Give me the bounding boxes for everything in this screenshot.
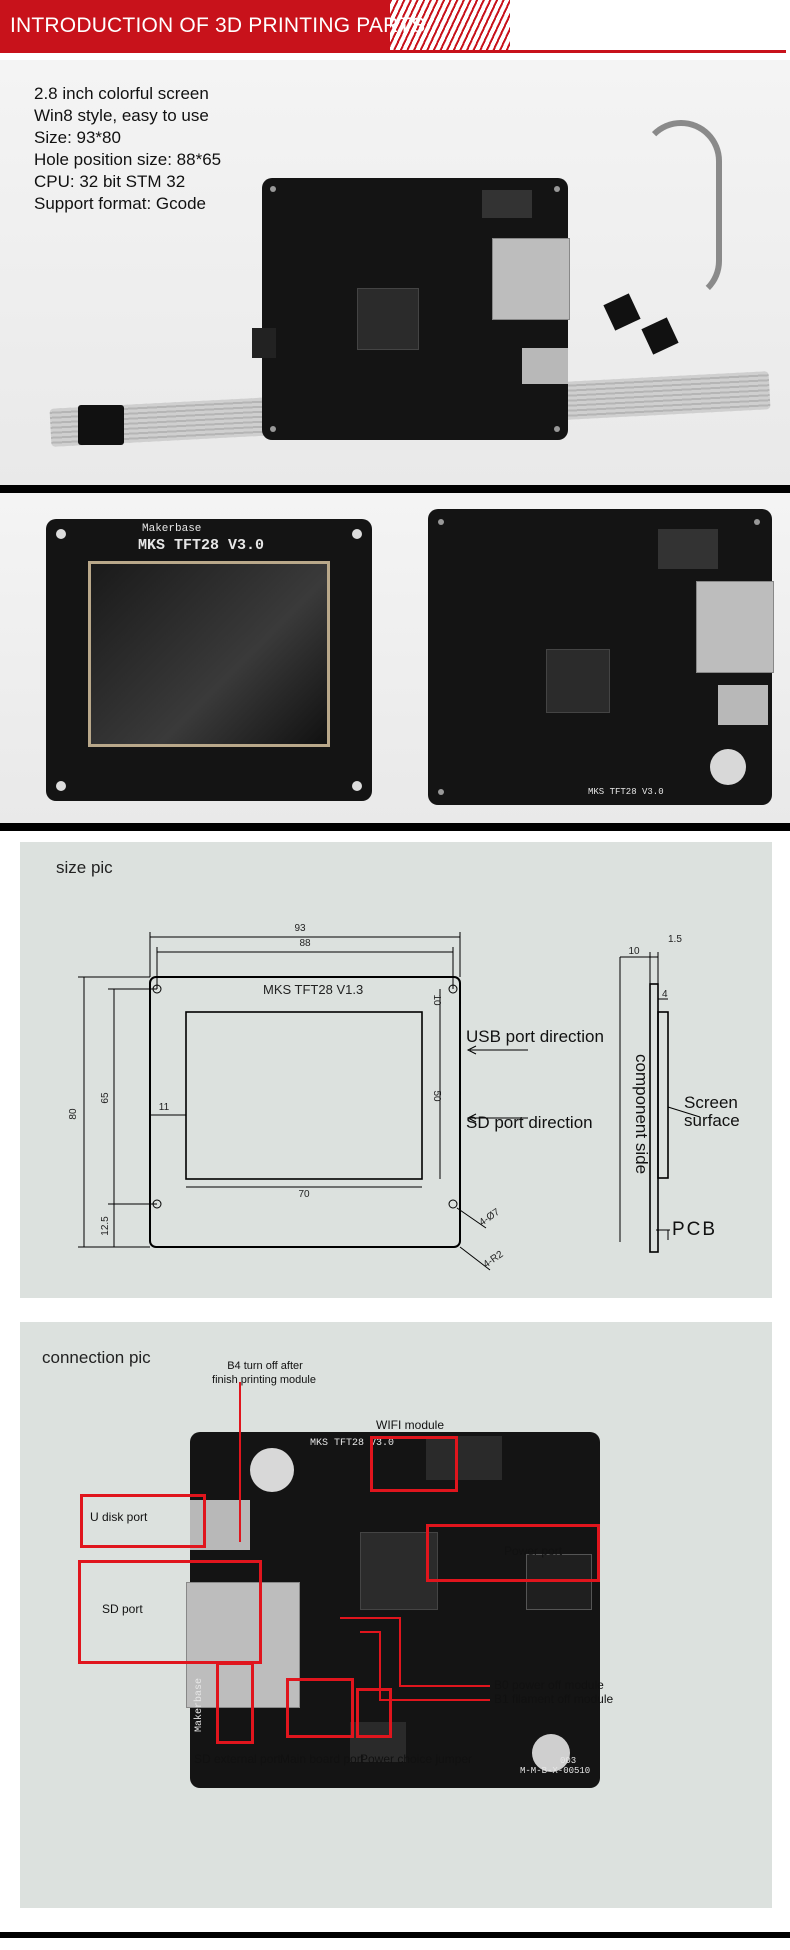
main-header	[350, 1722, 406, 1762]
cpu-chip	[357, 288, 419, 350]
buzzer	[250, 1448, 294, 1492]
pcb-board-top	[252, 178, 570, 440]
dim-hole-diameter: 4-Ø7	[477, 1206, 502, 1228]
code-silk: M-M-B-X-00510	[520, 1766, 591, 1776]
size-drawing: 93 88 80 65 12.5 11 70 50 10 10 1.5 4 4-…	[68, 923, 740, 1271]
cable-connector	[603, 293, 641, 331]
lcd-screen	[88, 561, 330, 747]
wifi-module-label: WIFI module	[376, 1418, 445, 1432]
main-board-port-box	[286, 1678, 354, 1738]
sd-slot	[696, 581, 774, 673]
header-underline	[0, 50, 786, 53]
component-side-label: component side	[632, 1054, 651, 1174]
size-drawing-panel: size pic	[20, 842, 772, 1298]
section-divider	[0, 823, 790, 831]
section-divider	[0, 1932, 790, 1938]
dim-width-total: 93	[294, 923, 306, 934]
u-disk-port-box	[80, 1494, 206, 1548]
cpu-chip	[360, 1532, 438, 1610]
sd-port-box	[78, 1560, 262, 1664]
cpu-chip	[546, 649, 610, 713]
section-divider	[0, 485, 790, 493]
spec-line: Hole position size: 88*65	[34, 150, 222, 169]
size-pic-label: size pic	[56, 858, 113, 877]
brand-silk: Makerbase	[142, 523, 202, 535]
usb-port	[522, 348, 568, 384]
wifi-module-box	[370, 1436, 458, 1492]
sd-slot	[492, 238, 570, 320]
dim-height-holes: 65	[100, 1092, 111, 1104]
connection-pic-label: connection pic	[42, 1348, 151, 1367]
dim-margin-bottom: 12.5	[100, 1216, 111, 1236]
spec-line: CPU: 32 bit STM 32	[34, 172, 186, 191]
power-jack	[526, 1554, 592, 1610]
connection-panel: connection pic MKS TFT28 V3.0 M-M-B-X-00…	[20, 1322, 772, 1908]
dim-margin-left: 11	[159, 1102, 170, 1113]
header-bar	[0, 0, 390, 52]
wifi-header	[426, 1436, 502, 1480]
sd-external-port-box	[216, 1662, 254, 1744]
pcb-board-front: Makerbase MKS TFT28 V3.0	[46, 519, 372, 801]
power-port-label: Power port	[504, 1544, 563, 1558]
pcb-board-back: MKS TFT28 V3.0	[428, 509, 774, 805]
cable-connector	[641, 317, 679, 355]
main-board-port-label: Main board port	[280, 1752, 365, 1766]
sd-slot	[186, 1582, 300, 1708]
model-silk-connection: MKS TFT28 V3.0	[310, 1438, 395, 1449]
spec-line: Support format: Gcode	[34, 194, 206, 213]
dim-height-total: 80	[68, 1108, 79, 1120]
b4-label-line2: finish printing module	[212, 1374, 316, 1386]
page-title: INTRODUCTION OF 3D PRINTING PARTS	[10, 14, 426, 37]
spec-line: 2.8 inch colorful screen	[34, 84, 209, 103]
header-pins	[658, 529, 718, 569]
spec-line: Size: 93*80	[34, 128, 121, 147]
power-port-box	[426, 1524, 600, 1582]
model-silk-back: MKS TFT28 V3.0	[588, 787, 664, 797]
screen-surface-label-2: surface	[684, 1111, 740, 1130]
screen-surface-label-1: Screen	[684, 1093, 738, 1112]
power-jumper-label: Power choice jumper	[360, 1752, 473, 1766]
board-silk-drawing: MKS TFT28 V1.3	[263, 982, 363, 997]
sd-external-port-label: SD external port	[194, 1752, 281, 1766]
sd-port-label: SD port	[102, 1602, 143, 1616]
dim-screen-width: 70	[298, 1189, 310, 1200]
header-pins	[482, 190, 532, 218]
capacitor	[532, 1734, 570, 1772]
dim-margin-top: 10	[431, 994, 442, 1006]
sd-direction-label: SD port direction	[466, 1113, 593, 1132]
leader-lines	[239, 1382, 490, 1701]
ribbon-connector	[78, 405, 124, 445]
buzzer	[710, 749, 746, 785]
product-photo-panel: 2.8 inch colorful screen Win8 style, eas…	[0, 60, 790, 485]
b1-label: B1 filament off module	[494, 1692, 614, 1706]
dim-width-holes: 88	[299, 938, 311, 949]
dim-side-pcb: 1.5	[668, 934, 682, 945]
usb-port	[718, 685, 768, 725]
lot-silk: 003	[560, 1756, 577, 1766]
pcb-label: PCB	[672, 1219, 717, 1240]
dim-corner-radius: 4-R2	[481, 1249, 505, 1271]
header-stripes	[390, 0, 510, 52]
dim-side-depth: 10	[628, 946, 640, 957]
dim-side-screen: 4	[662, 989, 668, 1000]
front-back-panel: Makerbase MKS TFT28 V3.0 MKS TFT28 V3.0	[0, 493, 790, 823]
power-jack	[252, 328, 276, 358]
model-silk: MKS TFT28 V3.0	[138, 537, 265, 554]
b4-label-line1: B4 turn off after	[227, 1360, 303, 1372]
u-disk-port-label: U disk port	[90, 1510, 148, 1524]
spec-line: Win8 style, easy to use	[34, 106, 209, 125]
wire-cable	[640, 120, 722, 302]
b0-label: B0 power off module	[494, 1678, 604, 1692]
usb-direction-label: USB port direction	[466, 1027, 604, 1046]
dim-screen-height: 50	[431, 1090, 442, 1102]
power-jumper-box	[356, 1688, 392, 1738]
